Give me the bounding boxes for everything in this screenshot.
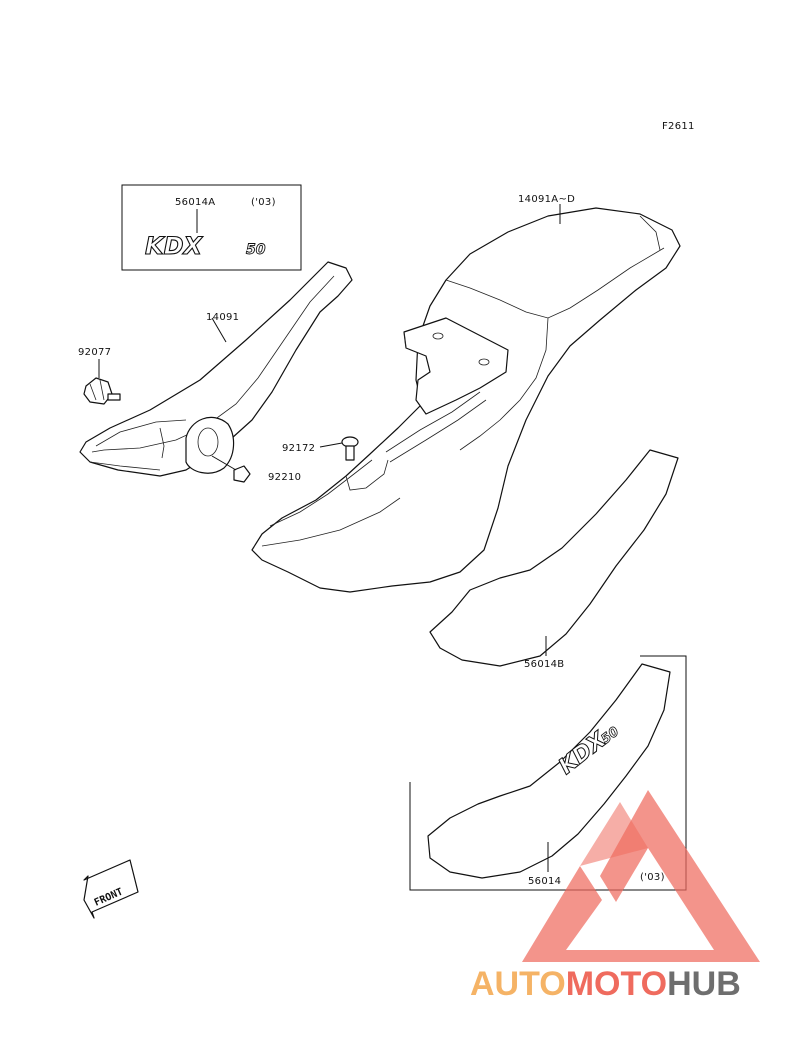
figure-code: F2611 <box>662 121 695 132</box>
label-56014A: 56014A <box>175 197 215 208</box>
label-14091A-D: 14091A~D <box>518 194 575 205</box>
label-92077: 92077 <box>78 347 111 358</box>
watermark-text: AUTOMOTOHUB <box>470 965 741 1003</box>
seat-14091A-D: 14091A~D <box>251 194 681 593</box>
watermark-triangle-icon <box>522 790 760 962</box>
decal-50-text: 50 <box>246 242 266 258</box>
label-92172: 92172 <box>282 443 315 454</box>
screw-92077: 92077 <box>78 347 121 405</box>
label-92210: 92210 <box>268 472 301 483</box>
watermark-logo: AUTOMOTOHUB <box>470 790 760 1003</box>
kdx50-decal: KDX 50 <box>144 231 266 260</box>
note-56014A: ('03) <box>251 197 276 208</box>
seat-cover-56014B: 56014B <box>429 449 679 670</box>
decal-box-56014A: 56014A ('03) KDX 50 <box>121 184 302 271</box>
label-56014B: 56014B <box>524 659 564 670</box>
label-56014: 56014 <box>528 876 561 887</box>
bolt-92172: 92172 <box>282 436 359 461</box>
decal-box-56014: KDX 50 56014 ('03) <box>409 655 687 891</box>
side-cover-14091: 14091 <box>79 261 353 477</box>
front-arrow: FRONT <box>83 859 139 919</box>
label-14091: 14091 <box>206 312 239 323</box>
decal-kdx-text: KDX <box>145 232 204 260</box>
note-56014: ('03) <box>640 872 665 883</box>
washer-92210: 92210 <box>211 455 301 483</box>
